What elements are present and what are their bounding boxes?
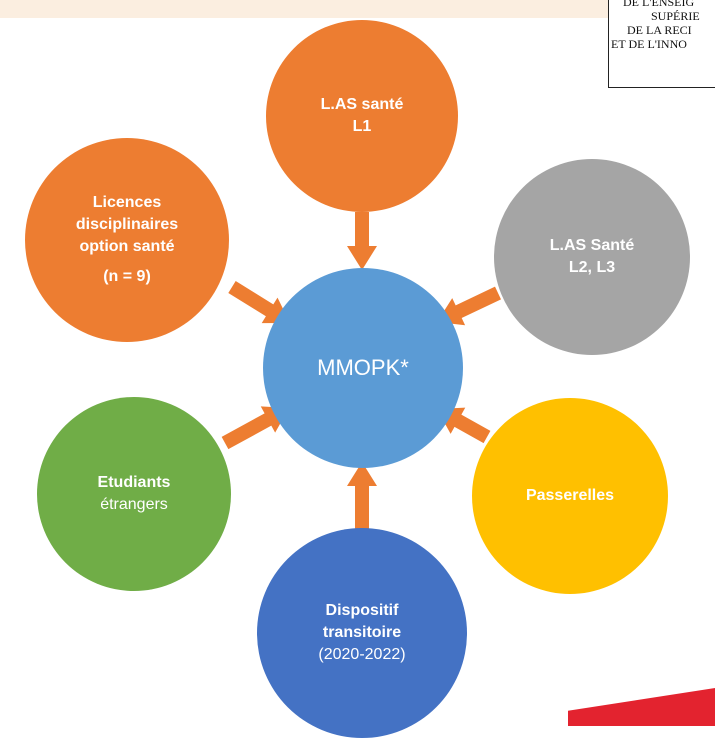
ministry-line: DE LA RECI [627,23,692,37]
node-label: L.AS Santé [549,237,635,254]
node-label: option santé [79,238,175,255]
arrow-from-etudiants [221,406,289,450]
arrows-group [221,212,502,532]
ministry-line: DE L'ENSEIG [623,0,695,9]
node-label: Etudiants [97,474,171,491]
header-band [0,0,610,18]
node-licences-disciplinaires: Licences disciplinaires option santé (n … [25,138,229,342]
node-label: étrangers [100,496,168,513]
ministry-logo-box: DE L'ENSEIG SUPÉRIE DE LA RECI ET DE L'I… [608,0,715,88]
center-node-mmopk: MMOPK* [263,268,463,468]
arrow-from-dispositif [347,462,377,532]
node-passerelles: Passerelles [472,398,668,594]
node-label: disciplinaires [75,216,179,233]
node-etudiants-etrangers: Etudiants étrangers [37,397,231,591]
center-node-label: MMOPK* [317,355,409,380]
arrow-from-las-l2-l3 [437,286,502,326]
node-las-sante-l2-l3: L.AS Santé L2, L3 [494,159,690,355]
node-label: Passerelles [525,487,615,504]
node-las-sante-l1: L.AS santé L1 [266,20,458,212]
arrow-from-licences [228,281,290,324]
node-label: (n = 9) [103,268,151,285]
node-label: transitoire [322,624,402,641]
node-dispositif-transitoire: Dispositif transitoire (2020-2022) [257,528,467,738]
node-label: Dispositif [325,602,399,619]
arrow-from-las-l1 [347,212,377,270]
node-label: L.AS santé [320,96,404,113]
ministry-line: ET DE L'INNO [611,37,687,51]
node-label: Licences [92,194,162,211]
node-label: (2020-2022) [318,646,406,663]
ministry-line: SUPÉRIE [651,9,700,23]
node-label: L1 [352,118,372,135]
node-label: L2, L3 [568,259,616,276]
